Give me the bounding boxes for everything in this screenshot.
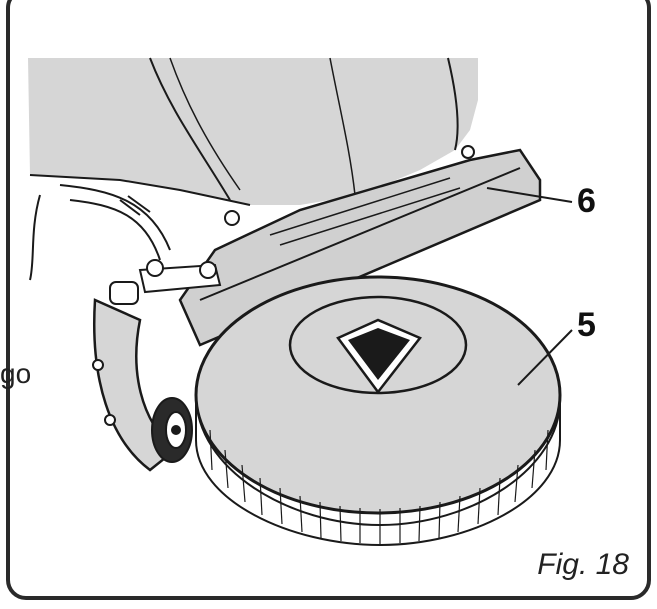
callout-6: 6: [577, 182, 596, 220]
leader-line-6: [486, 187, 573, 203]
callout-5: 5: [577, 306, 596, 344]
figure-caption: Fig. 18: [537, 548, 629, 581]
brush-bristles: [195, 394, 561, 547]
figure-frame: [6, 0, 651, 600]
leader-line-5: [517, 329, 573, 386]
cutoff-text: go: [0, 358, 32, 389]
machine-body: [28, 58, 478, 205]
